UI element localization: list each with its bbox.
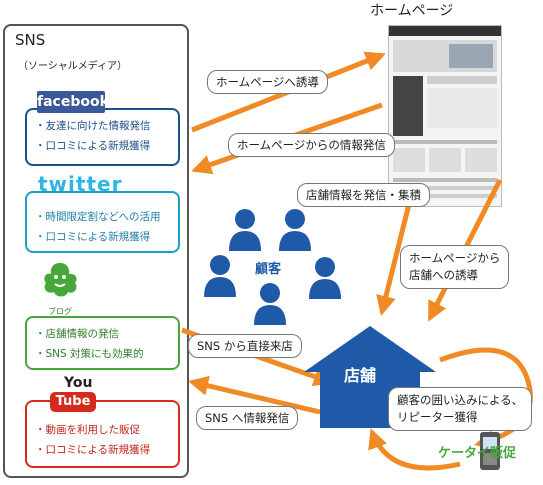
blog-mascot-icon bbox=[44, 263, 77, 297]
label-to-homepage: ホームページへ誘導 bbox=[207, 70, 328, 94]
twitter-item-1: ・時間限定割などへの活用 bbox=[35, 211, 161, 223]
facebook-logo: facebook bbox=[37, 91, 109, 113]
arrow-store-info bbox=[376, 199, 413, 316]
twitter-card: ・時間限定割などへの活用 ・口コミによる新規獲得 bbox=[25, 191, 180, 253]
label-retention-line1: 顧客の囲い込みによる、 bbox=[397, 393, 524, 407]
blog-item-2: ・SNS 対策にも効果的 bbox=[35, 348, 144, 360]
facebook-item-2: ・口コミによる新規獲得 bbox=[35, 140, 151, 152]
mobile-promotion-label: ケータイ販促 bbox=[438, 446, 517, 461]
label-retention: 顧客の囲い込みによる、 リピーター獲得 bbox=[388, 387, 533, 431]
customers-label: 顧客 bbox=[255, 262, 282, 277]
label-hp-to-store-line1: ホームページから bbox=[409, 251, 501, 265]
label-sns-to-store: SNS から直接来店 bbox=[188, 334, 302, 358]
homepage-screenshot bbox=[388, 25, 502, 207]
label-store-info: 店舗情報を発信・集積 bbox=[297, 183, 430, 207]
twitter-logo: twitter bbox=[38, 172, 123, 196]
blog-label: ブログ bbox=[48, 307, 72, 316]
arrow-store-to-sns bbox=[188, 375, 321, 415]
blog-item-1: ・店舗情報の発信 bbox=[35, 328, 119, 340]
facebook-item-1: ・友達に向けた情報発信 bbox=[35, 120, 151, 132]
youtube-card: ・動画を利用した販促 ・口コミによる新規獲得 bbox=[25, 400, 180, 468]
youtube-item-2: ・口コミによる新規獲得 bbox=[35, 444, 151, 456]
youtube-logo-tube: Tube bbox=[50, 392, 96, 412]
homepage-mockup-icon bbox=[389, 26, 501, 198]
label-store-to-sns: SNS へ情報発信 bbox=[196, 406, 299, 430]
store-label: 店舗 bbox=[344, 366, 377, 385]
label-hp-to-store-line2: 店舗への誘導 bbox=[409, 268, 478, 282]
blog-card: ・店舗情報の発信 ・SNS 対策にも効果的 bbox=[25, 316, 180, 370]
twitter-item-2: ・口コミによる新規獲得 bbox=[35, 231, 151, 243]
sns-title: SNS bbox=[15, 31, 46, 49]
arrow-retention-top bbox=[439, 347, 533, 450]
arrow-retention-bottom bbox=[368, 428, 461, 471]
mobile-phone-icon bbox=[480, 432, 500, 470]
youtube-item-1: ・動画を利用した販促 bbox=[35, 424, 140, 436]
customers-icon bbox=[204, 209, 341, 325]
sns-subtitle: （ソーシャルメディア） bbox=[18, 61, 128, 72]
homepage-title: ホームページ bbox=[370, 3, 454, 19]
label-hp-to-store: ホームページから 店舗への誘導 bbox=[400, 245, 510, 289]
facebook-card: ・友達に向けた情報発信 ・口コミによる新規獲得 bbox=[25, 108, 180, 166]
label-from-homepage: ホームページからの情報発信 bbox=[228, 133, 395, 157]
youtube-logo-you: You bbox=[64, 375, 93, 391]
label-retention-line2: リピーター獲得 bbox=[397, 410, 478, 424]
